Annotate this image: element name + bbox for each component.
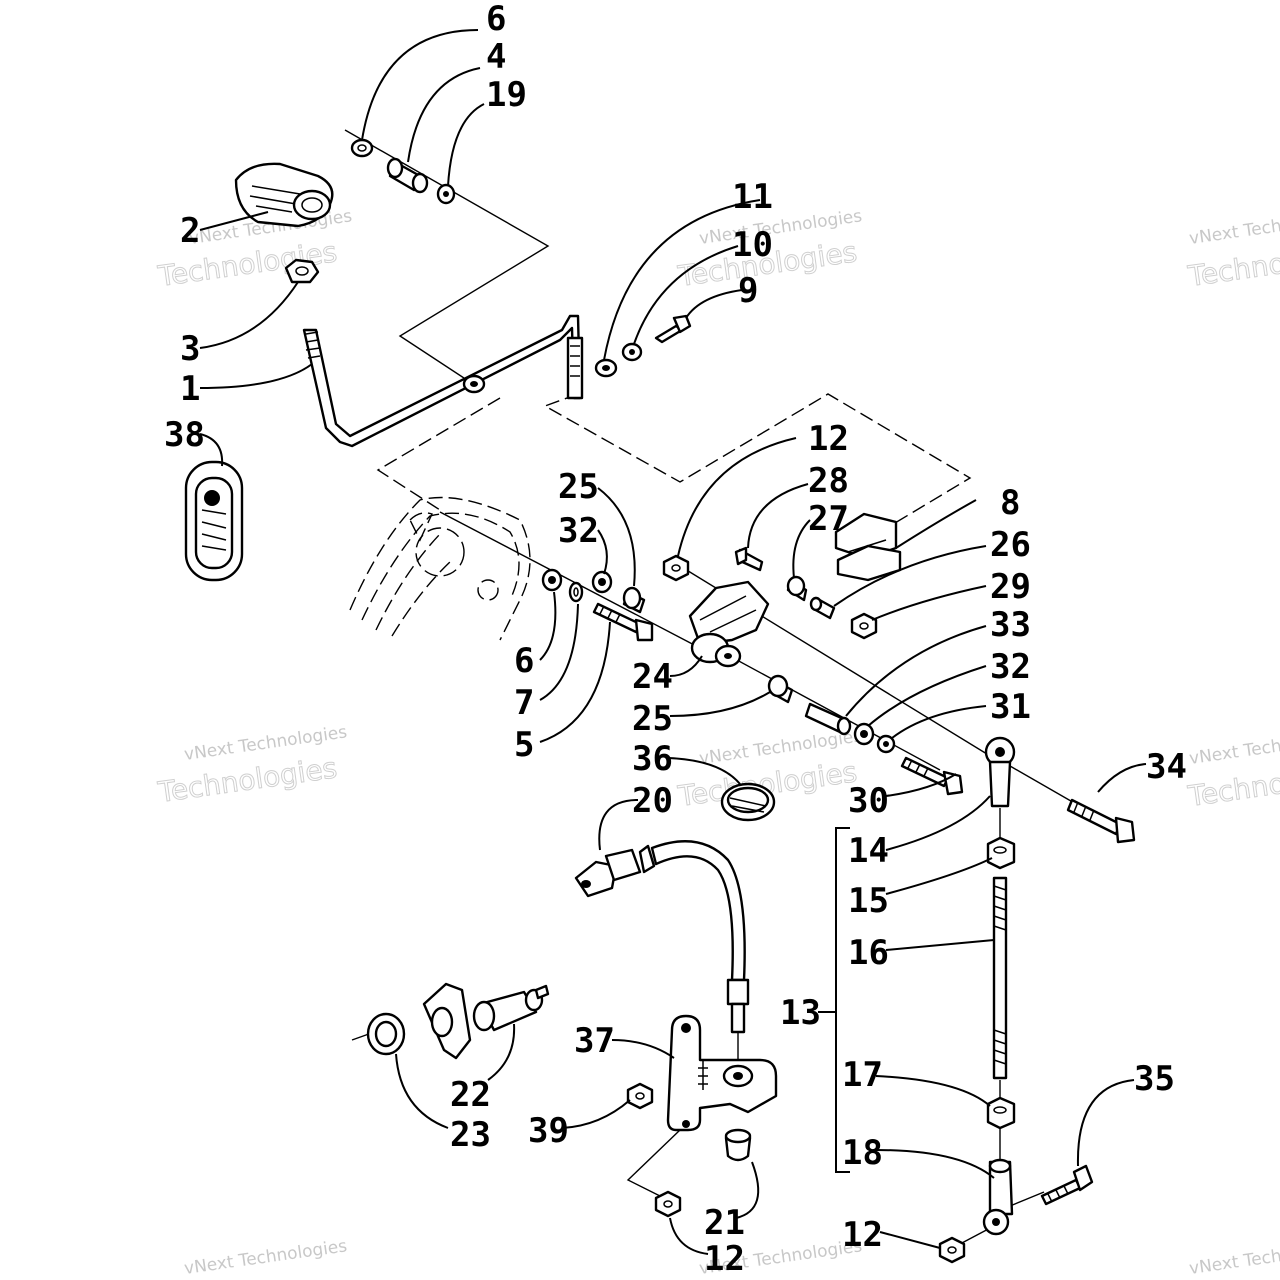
callout-2: 2 — [180, 211, 200, 251]
callout-36: 36 — [632, 739, 673, 779]
nut-3 — [284, 258, 320, 284]
callout-24: 24 — [632, 657, 673, 697]
grommet-21 — [724, 1128, 752, 1162]
shift-lever-1 — [302, 314, 584, 448]
bushing-25-left — [622, 586, 646, 614]
callout-10: 10 — [732, 225, 773, 265]
callout-34: 34 — [1146, 747, 1187, 787]
nut-17 — [986, 1096, 1016, 1130]
callout-39: 39 — [528, 1111, 569, 1151]
nut-29 — [850, 612, 878, 640]
callout-23: 23 — [450, 1115, 491, 1155]
callout-9: 9 — [738, 271, 758, 311]
callout-3: 3 — [180, 329, 200, 369]
frame-outline — [349, 496, 531, 641]
nut-12-bottom-center — [654, 1190, 682, 1218]
rod-end-14 — [984, 736, 1016, 808]
callout-25: 25 — [558, 467, 599, 507]
callout-14: 14 — [848, 831, 889, 871]
callout-27: 27 — [808, 499, 849, 539]
callout-31: 31 — [990, 687, 1031, 727]
callout-13: 13 — [780, 993, 821, 1033]
watermark-text: vNext Technologies — [1188, 206, 1280, 249]
spacer-4 — [386, 157, 429, 194]
bracket-37 — [666, 1014, 778, 1132]
bolt-35 — [1040, 1164, 1094, 1206]
callout-28: 28 — [808, 461, 849, 501]
bushing-25-right — [767, 674, 794, 704]
callout-25: 25 — [632, 699, 673, 739]
callout-32: 32 — [558, 511, 599, 551]
watermark-text: vNext Technologies — [1188, 1236, 1280, 1279]
callout-33: 33 — [990, 605, 1031, 645]
callout-15: 15 — [848, 881, 889, 921]
spacer-26 — [809, 596, 836, 620]
watermark-text: vNext Technologies — [183, 1236, 349, 1279]
callout-26: 26 — [990, 525, 1031, 565]
washer-6-top — [350, 138, 374, 158]
nut-39 — [626, 1082, 654, 1110]
watermark-text: Technologies — [155, 751, 339, 809]
lockwasher-10 — [621, 342, 643, 362]
callout-7: 7 — [514, 683, 534, 723]
shift-peg-rubber-2 — [234, 162, 334, 228]
bolt-34 — [1066, 798, 1136, 844]
nut-12-top — [662, 554, 690, 582]
nut-15 — [986, 836, 1016, 870]
leader-lines — [199, 29, 1147, 1255]
callout-6: 6 — [486, 0, 506, 39]
bolt-9 — [654, 314, 692, 344]
rod-16 — [992, 876, 1008, 1080]
callout-38: 38 — [164, 415, 205, 455]
callout-8: 8 — [1000, 483, 1020, 523]
boot-23 — [366, 1012, 406, 1056]
rubber-pad-38 — [184, 460, 244, 582]
washer-32-left — [591, 570, 613, 594]
callout-5: 5 — [514, 725, 534, 765]
callout-22: 22 — [450, 1075, 491, 1115]
callout-16: 16 — [848, 933, 889, 973]
cable-20 — [574, 840, 750, 1060]
callout-18: 18 — [842, 1133, 883, 1173]
switch-22 — [472, 984, 550, 1032]
assembly-bracket-13 — [818, 827, 850, 1173]
nut-12-bottom-right — [938, 1236, 966, 1264]
bolt-28 — [734, 546, 764, 572]
parts — [184, 138, 1136, 1264]
callout-21: 21 — [704, 1203, 745, 1243]
washer-32-right — [853, 722, 875, 746]
rod-end-18 — [982, 1158, 1014, 1236]
block-8 — [834, 512, 902, 582]
watermark-text: vNext Technologies — [1188, 726, 1280, 769]
switch-plate — [422, 982, 472, 1060]
callout-12: 12 — [808, 419, 849, 459]
callout-4: 4 — [486, 37, 506, 77]
clamp-36 — [720, 782, 776, 822]
callout-12: 12 — [842, 1215, 883, 1255]
callout-6: 6 — [514, 641, 534, 681]
bushing-19 — [436, 183, 456, 205]
callout-30: 30 — [848, 781, 889, 821]
lockwasher-7 — [568, 581, 584, 603]
callout-17: 17 — [842, 1055, 883, 1095]
pivot-bracket-24 — [688, 580, 770, 668]
callout-20: 20 — [632, 781, 673, 821]
spacer-33 — [804, 702, 852, 736]
callout-19: 19 — [486, 75, 527, 115]
bushing-27 — [786, 575, 808, 602]
callout-11: 11 — [732, 177, 773, 217]
washer-11 — [594, 358, 618, 378]
callout-37: 37 — [574, 1021, 615, 1061]
callout-numbers: 6 4 19 2 3 1 38 11 10 9 12 28 27 8 26 29… — [164, 0, 1187, 1279]
callout-32: 32 — [990, 647, 1031, 687]
washer-6-lower — [541, 568, 563, 592]
lockwasher-31 — [876, 734, 896, 754]
callout-12: 12 — [704, 1239, 745, 1279]
callout-35: 35 — [1134, 1059, 1175, 1099]
callout-1: 1 — [180, 369, 200, 409]
callout-29: 29 — [990, 567, 1031, 607]
bolt-5 — [592, 602, 654, 642]
